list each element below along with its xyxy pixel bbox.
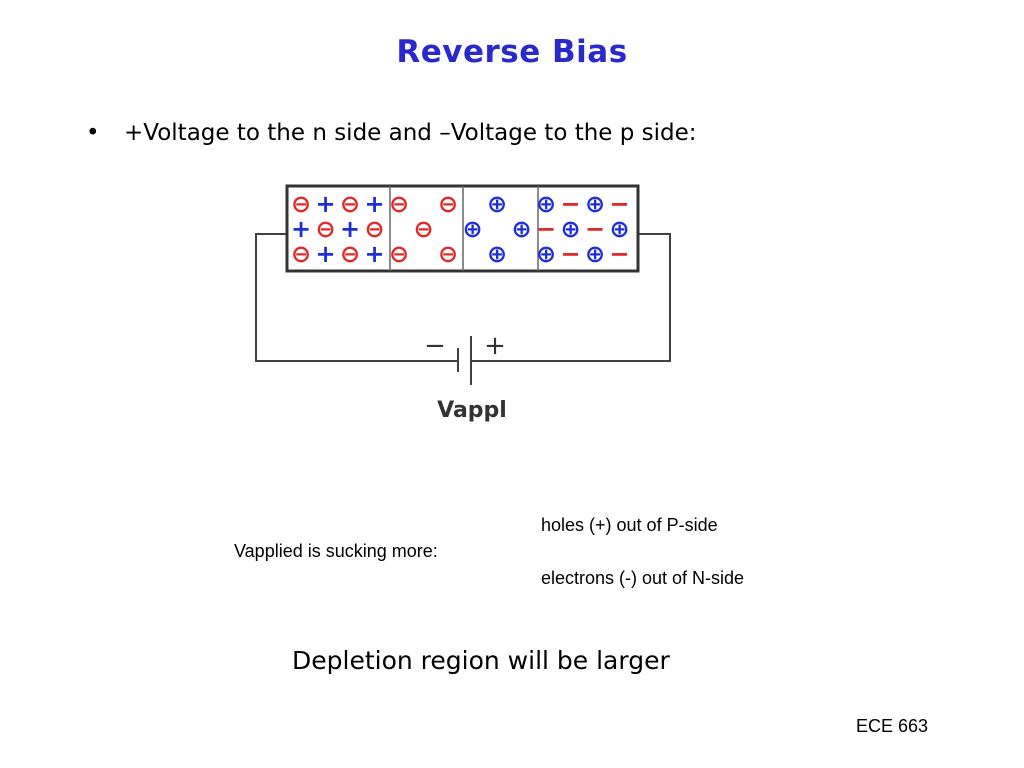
charge-symbol: ⊖	[389, 190, 409, 218]
charge-symbol: −	[560, 240, 580, 268]
note-holes: holes (+) out of P-side	[541, 515, 718, 535]
battery-label: Vappl	[437, 398, 507, 423]
charge-symbol: −	[560, 190, 580, 218]
footer-course-code: ECE 663	[856, 716, 929, 736]
charge-symbol: +	[291, 215, 311, 243]
charge-symbol: ⊕	[609, 215, 629, 243]
charge-symbol: ⊕	[511, 215, 531, 243]
charge-symbol: ⊖	[291, 190, 311, 218]
charge-symbol: ⊖	[413, 215, 433, 243]
note-electrons: electrons (-) out of N-side	[541, 568, 745, 588]
charge-symbol: ⊖	[315, 215, 335, 243]
charge-symbol: ⊕	[487, 240, 507, 268]
charge-carriers: ⊖+⊖+⊖⊖⊕⊕−⊕−+⊖+⊖⊖⊕⊕−⊕−⊕⊖+⊖+⊖⊖⊕⊕−⊕−	[291, 190, 630, 268]
charge-symbol: +	[315, 240, 335, 268]
charge-symbol: ⊖	[364, 215, 384, 243]
right-wire	[471, 233, 671, 362]
charge-symbol: ⊖	[340, 240, 360, 268]
charge-symbol: ⊕	[536, 190, 556, 218]
bullet-item: • +Voltage to the n side and –Voltage to …	[86, 120, 697, 146]
left-wire	[255, 233, 458, 362]
note-left: Vapplied is sucking more:	[234, 541, 438, 561]
charge-symbol: ⊕	[560, 215, 580, 243]
charge-symbol: ⊖	[438, 240, 458, 268]
battery-minus-sign: −	[424, 331, 446, 361]
charge-symbol: +	[340, 215, 360, 243]
charge-symbol: ⊕	[585, 190, 605, 218]
charge-symbol: ⊖	[438, 190, 458, 218]
charge-symbol: −	[609, 190, 629, 218]
charge-symbol: ⊖	[291, 240, 311, 268]
charge-symbol: ⊕	[462, 215, 482, 243]
charge-symbol: ⊕	[536, 240, 556, 268]
charge-symbol: ⊕	[585, 240, 605, 268]
charge-symbol: ⊕	[487, 190, 507, 218]
battery-plus-sign: +	[484, 331, 506, 361]
conclusion-text: Depletion region will be larger	[292, 646, 670, 675]
charge-symbol: −	[585, 215, 605, 243]
charge-symbol: +	[364, 240, 384, 268]
charge-symbol: ⊖	[340, 190, 360, 218]
slide-title: Reverse Bias	[396, 34, 628, 70]
charge-symbol: +	[364, 190, 384, 218]
bullet-text: +Voltage to the n side and –Voltage to t…	[124, 120, 697, 146]
charge-symbol: +	[315, 190, 335, 218]
charge-symbol: −	[609, 240, 629, 268]
bullet-marker: •	[86, 120, 100, 146]
charge-symbol: ⊖	[389, 240, 409, 268]
charge-symbol: −	[536, 215, 556, 243]
